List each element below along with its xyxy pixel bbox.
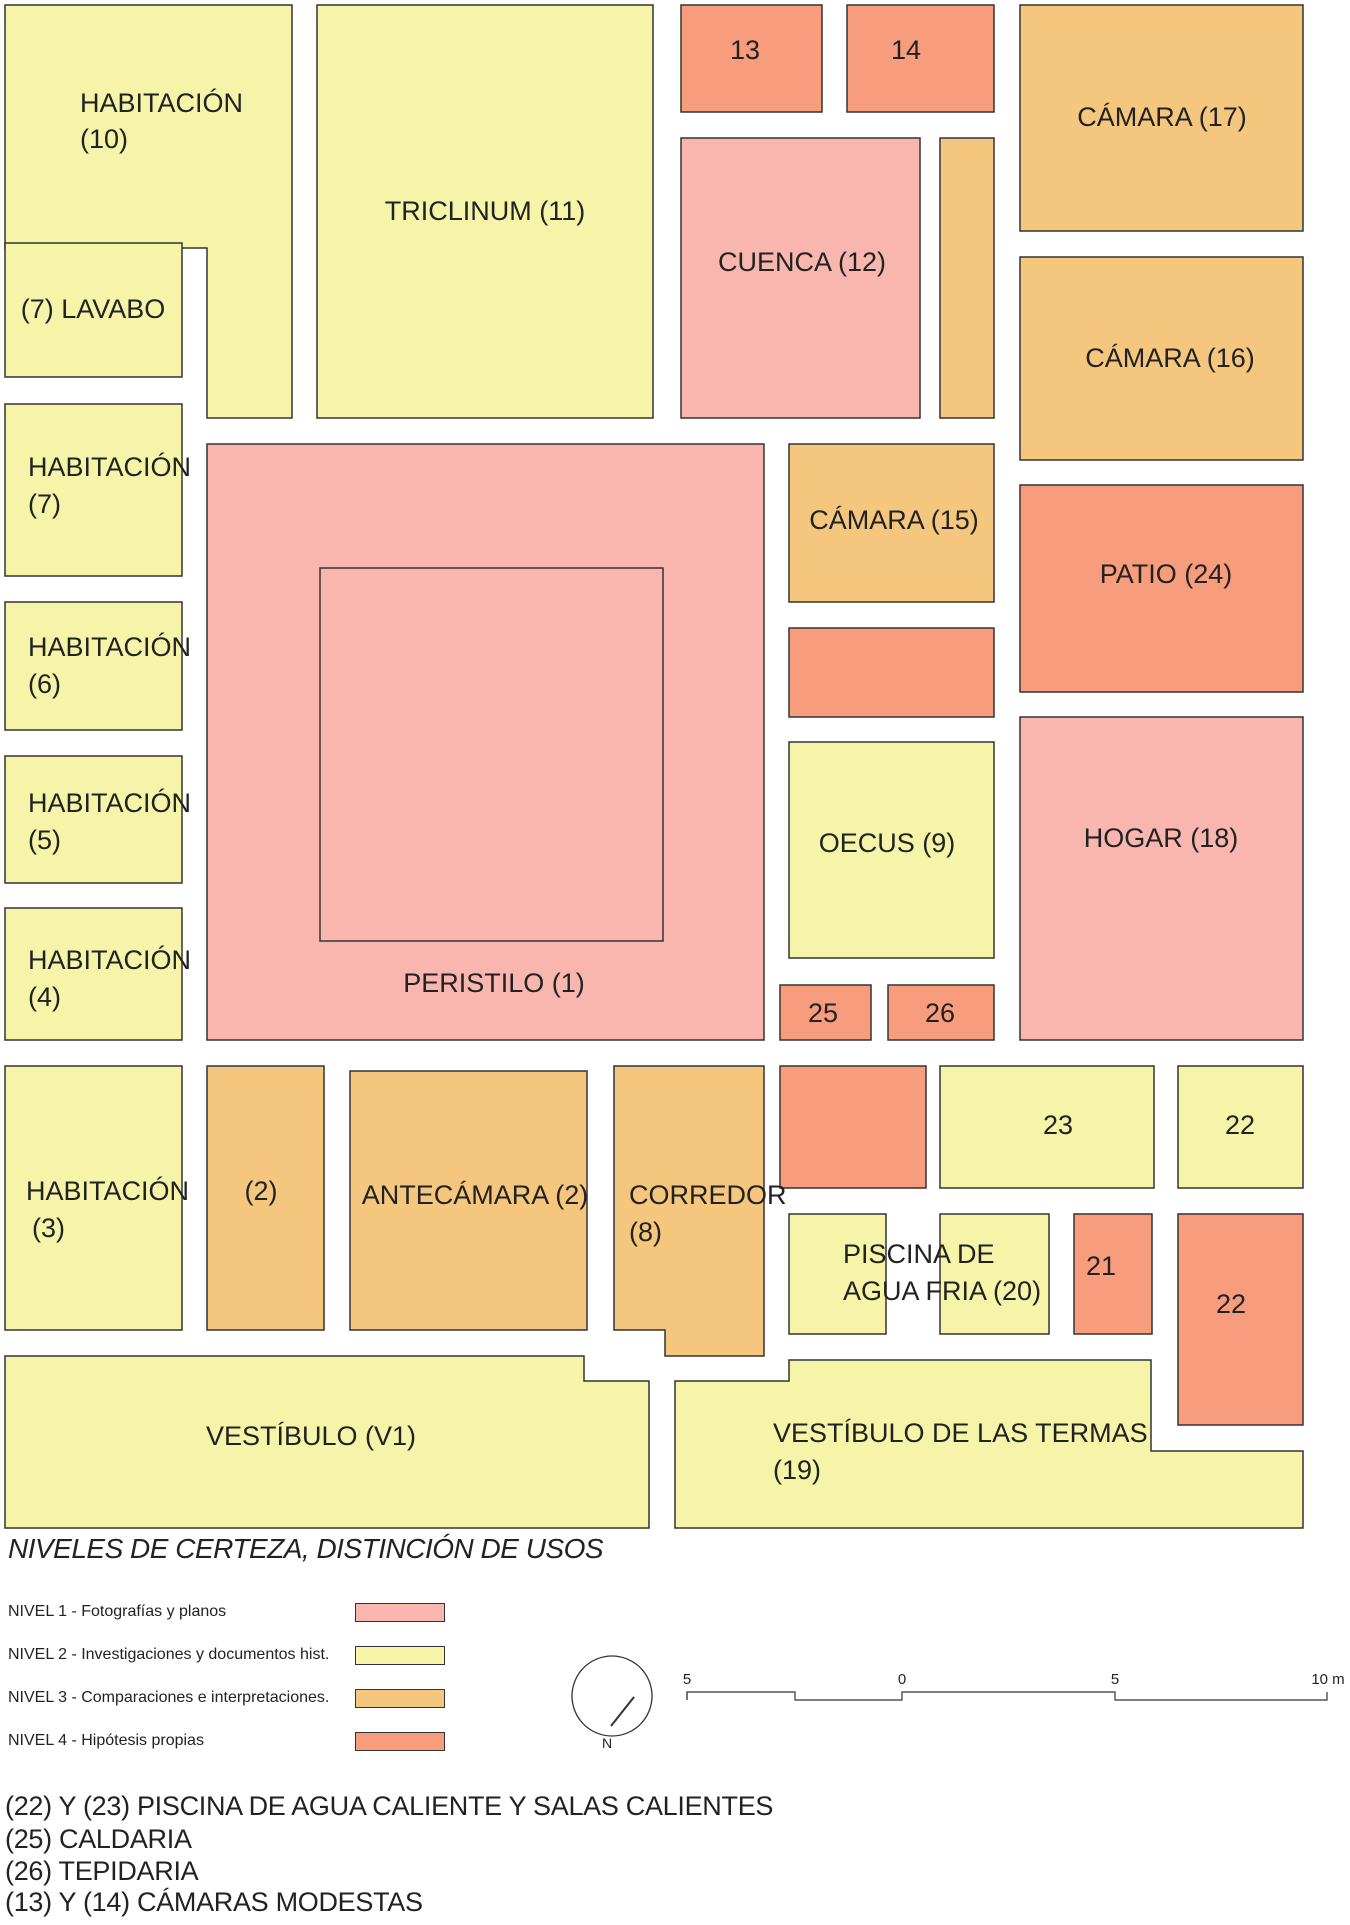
room-cuenca <box>680 137 921 419</box>
label-habitacion-4-line1: HABITACIÓN <box>28 944 191 975</box>
label-vestibulo-termas-line2: (19) <box>773 1455 821 1485</box>
label-piscina-line2: AGUA FRIA (20) <box>843 1276 1041 1306</box>
room-oecus <box>788 741 995 959</box>
label-habitacion-3-line1: HABITACIÓN <box>26 1175 189 1206</box>
label-cuenca: CUENCA (12) <box>718 247 886 277</box>
room-vestibulo-termas <box>674 1359 1304 1529</box>
peristilo-inner-court <box>319 567 664 942</box>
scale-label-5-left: 5 <box>683 1671 691 1688</box>
label-corredor-line1: CORREDOR <box>629 1180 787 1210</box>
legend-item-nivel-3: NIVEL 3 - Comparaciones e interpretacion… <box>8 1689 330 1706</box>
room-13 <box>680 4 823 113</box>
note-piscina-caliente: (22) Y (23) PISCINA DE AGUA CALIENTE Y S… <box>5 1791 774 1821</box>
compass-north-label: N <box>602 1735 612 1751</box>
label-habitacion-3-line2: (3) <box>32 1213 65 1243</box>
label-habitacion-5-line1: HABITACIÓN <box>28 787 191 818</box>
room-piscina-right <box>939 1213 1050 1335</box>
room-antecamara <box>349 1070 588 1331</box>
label-vestibulo-termas-line1: VESTÍBULO DE LAS TERMAS <box>773 1418 1148 1448</box>
legend-item-nivel-4: NIVEL 4 - Hipótesis propias <box>8 1732 204 1749</box>
room-patio <box>1019 484 1304 693</box>
room-camara-17 <box>1019 4 1304 232</box>
label-camara-17: CÁMARA (17) <box>1077 102 1247 132</box>
north-compass-icon: N <box>571 1655 653 1751</box>
label-habitacion-5-line2: (5) <box>28 825 61 855</box>
label-camara-15: CÁMARA (15) <box>809 505 979 535</box>
label-hogar: HOGAR (18) <box>1084 823 1239 853</box>
scale-bar: 5 0 5 10 m <box>683 1671 1345 1701</box>
room-23 <box>939 1065 1155 1189</box>
label-lavabo: (7) LAVABO <box>21 294 166 324</box>
label-habitacion-7-line2: (7) <box>28 489 61 519</box>
room-2 <box>206 1065 325 1331</box>
room-habitacion-3 <box>4 1065 183 1331</box>
label-room-14: 14 <box>891 35 921 65</box>
legend-title: NIVELES DE CERTEZA, DISTINCIÓN DE USOS <box>8 1533 604 1564</box>
legend-swatch-nivel-1 <box>355 1603 445 1622</box>
label-vestibulo: VESTÍBULO (V1) <box>206 1421 416 1451</box>
label-room-2: (2) <box>245 1176 278 1206</box>
note-camaras-modestas: (13) Y (14) CÁMARAS MODESTAS <box>5 1887 423 1917</box>
room-21 <box>1073 1213 1153 1335</box>
label-patio: PATIO (24) <box>1100 559 1233 589</box>
label-triclinum: TRICLINUM (11) <box>385 196 586 226</box>
room-corredor <box>613 1065 765 1357</box>
label-oecus: OECUS (9) <box>819 828 956 858</box>
room-habitacion-6 <box>4 601 183 731</box>
room-habitacion-5 <box>4 755 183 884</box>
room-vestibulo <box>4 1355 650 1529</box>
label-camara-16: CÁMARA (16) <box>1085 343 1255 373</box>
legend-item-nivel-2: NIVEL 2 - Investigaciones y documentos h… <box>8 1646 330 1663</box>
room-camara-15 <box>788 443 995 603</box>
label-room-22-bottom: 22 <box>1216 1289 1246 1319</box>
legend-item-nivel-1: NIVEL 1 - Fotografías y planos <box>8 1603 227 1620</box>
room-camara-16 <box>1019 256 1304 461</box>
label-habitacion-4-line2: (4) <box>28 982 61 1012</box>
legend-swatch-nivel-2 <box>355 1646 445 1665</box>
label-room-25: 25 <box>808 998 838 1028</box>
legend-swatch-nivel-3 <box>355 1689 445 1708</box>
room-narrow-strip <box>939 137 995 419</box>
room-unlabeled-n4-lower <box>779 1065 927 1189</box>
room-habitacion-4 <box>4 907 183 1041</box>
label-habitacion-10-line1: HABITACIÓN <box>80 87 243 118</box>
label-peristilo: PERISTILO (1) <box>403 968 585 998</box>
room-22-top <box>1177 1065 1304 1189</box>
room-lavabo <box>4 242 183 378</box>
room-25 <box>779 984 872 1041</box>
label-habitacion-7-line1: HABITACIÓN <box>28 451 191 482</box>
label-corredor-line2: (8) <box>629 1217 662 1247</box>
room-26 <box>887 984 995 1041</box>
room-unlabeled-n4-upper <box>788 627 995 718</box>
room-14 <box>846 4 995 113</box>
scale-label-10m: 10 m <box>1311 1671 1344 1688</box>
label-room-26: 26 <box>925 998 955 1028</box>
label-antecamara: ANTECÁMARA (2) <box>362 1180 589 1210</box>
label-habitacion-10-line2: (10) <box>80 124 128 154</box>
room-hogar <box>1019 716 1304 1041</box>
label-room-13: 13 <box>730 35 760 65</box>
room-22-bottom <box>1177 1213 1304 1426</box>
scale-label-5-right: 5 <box>1111 1671 1119 1688</box>
label-room-23: 23 <box>1043 1110 1073 1140</box>
note-tepidaria: (26) TEPIDARIA <box>5 1856 199 1886</box>
room-piscina-left <box>788 1213 887 1335</box>
label-piscina-line1: PISCINA DE <box>843 1239 995 1269</box>
label-room-22-top: 22 <box>1225 1110 1255 1140</box>
label-room-21: 21 <box>1086 1251 1116 1281</box>
label-habitacion-6-line2: (6) <box>28 669 61 699</box>
label-habitacion-6-line1: HABITACIÓN <box>28 631 191 662</box>
room-triclinum <box>316 4 654 419</box>
scale-label-0: 0 <box>898 1671 906 1688</box>
legend-swatch-nivel-4 <box>355 1732 445 1751</box>
floor-plan: HABITACIÓN (10) TRICLINUM (11) 13 14 CÁM… <box>4 4 1304 1529</box>
note-caldaria: (25) CALDARIA <box>5 1824 192 1854</box>
room-habitacion-7 <box>4 403 183 577</box>
